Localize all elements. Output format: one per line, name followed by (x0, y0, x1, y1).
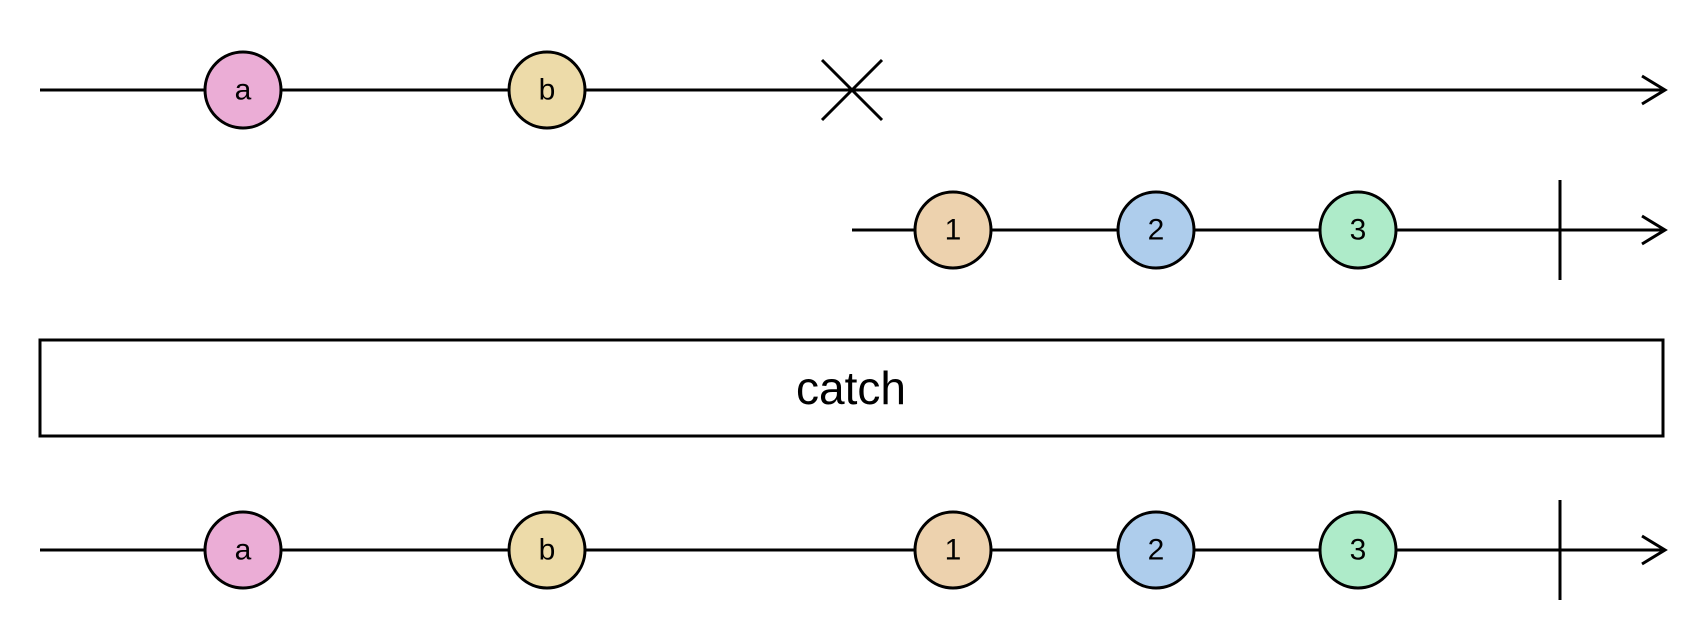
marble: a (203, 510, 283, 590)
marble-label: a (235, 74, 252, 107)
marble-circle (1318, 510, 1398, 590)
marble: 2 (1116, 510, 1196, 590)
arrow-head-icon (1641, 214, 1668, 246)
marble-label: 2 (1148, 534, 1165, 567)
marble: 3 (1318, 190, 1398, 270)
marble-label: 1 (945, 214, 962, 247)
arrow-head-icon (1641, 534, 1668, 566)
marble-label: b (539, 534, 556, 567)
marble: 1 (913, 510, 993, 590)
marble-circle (203, 510, 283, 590)
fallback-timeline: 1 2 3 (852, 180, 1668, 280)
operator-box: catch (38, 338, 1665, 438)
marble-label: a (235, 534, 252, 567)
marble: b (507, 50, 587, 130)
marble-label: 3 (1350, 534, 1367, 567)
marble-label: 1 (945, 534, 962, 567)
marble-circle (1318, 190, 1398, 270)
arrow-head-icon (1641, 74, 1668, 106)
marble-circle (913, 510, 993, 590)
marble-circle (507, 50, 587, 130)
marble-circle (913, 190, 993, 270)
operator-box-rect (38, 338, 1665, 438)
result-timeline: a b 1 2 3 (40, 500, 1668, 600)
marble: 3 (1318, 510, 1398, 590)
error-icon (820, 58, 884, 122)
marble-circle (203, 50, 283, 130)
marble-label: 2 (1148, 214, 1165, 247)
operator-label: catch (796, 362, 906, 414)
marble-circle (1116, 510, 1196, 590)
marble: b (507, 510, 587, 590)
marble: 1 (913, 190, 993, 270)
marble-circle (1116, 190, 1196, 270)
marble-label: b (539, 74, 556, 107)
marble-label: 3 (1350, 214, 1367, 247)
source-timeline: a b (40, 50, 1668, 130)
marble: a (203, 50, 283, 130)
marble-circle (507, 510, 587, 590)
marble: 2 (1116, 190, 1196, 270)
